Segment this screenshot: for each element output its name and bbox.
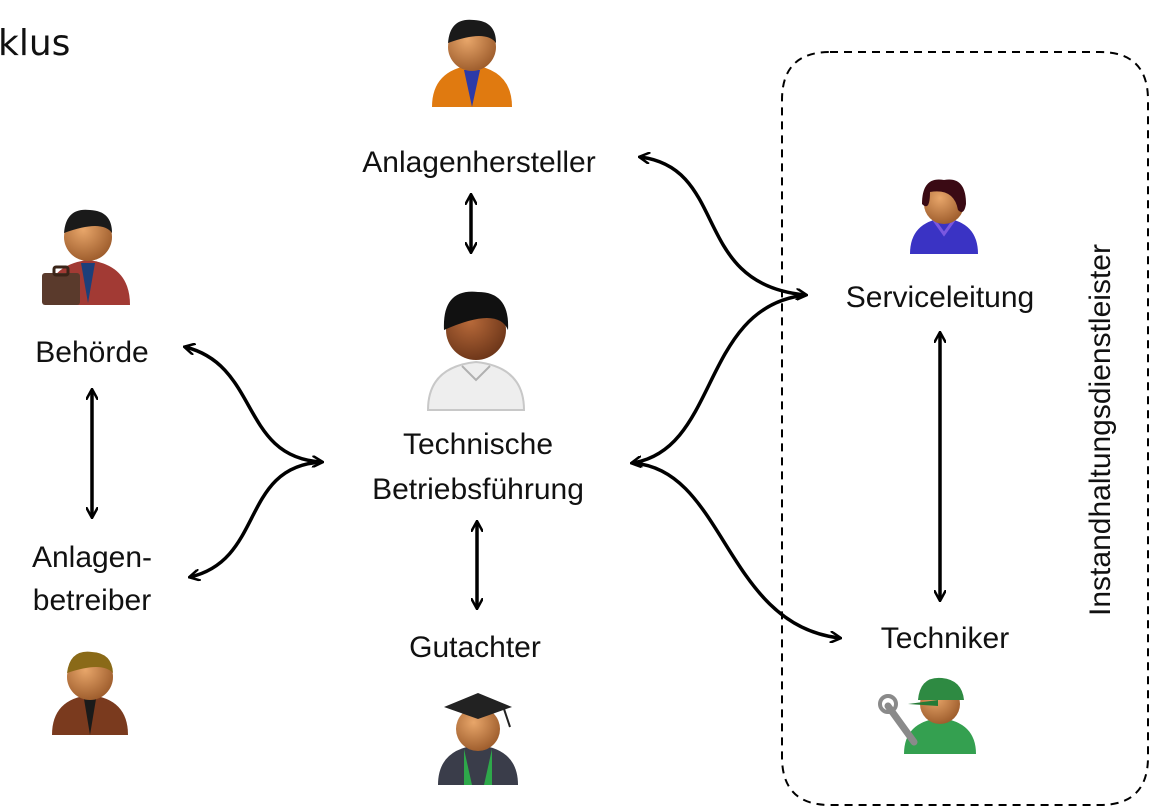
edge-behoerde-tbf	[185, 347, 322, 462]
service-lead-avatar-icon	[910, 179, 978, 254]
edge-betreiber-tbf	[190, 460, 323, 577]
node-technische-betriebsfuehrung-line2: Betriebsführung	[372, 473, 584, 506]
manager-avatar-icon	[426, 291, 526, 411]
edge-tbf-serviceleitung	[632, 293, 807, 463]
edge-tbf-techniker	[631, 461, 840, 638]
operator-avatar-icon	[52, 651, 128, 735]
group-label-instandhaltungsdienstleister: Instandhaltungsdienstleister	[1084, 244, 1117, 616]
businessman-avatar-icon	[432, 19, 512, 107]
node-anlagenhersteller: Anlagenhersteller	[362, 146, 596, 179]
node-anlagenbetreiber-line1: Anlagen-	[31, 541, 153, 574]
node-behoerde: Behörde	[35, 336, 149, 369]
mechanic-avatar-icon	[878, 677, 976, 754]
service-provider-group-box	[781, 51, 1149, 806]
edge-hersteller-serviceleitung	[640, 157, 806, 295]
graduate-avatar-icon	[438, 693, 518, 785]
node-techniker: Techniker	[880, 622, 1010, 655]
node-serviceleitung: Serviceleitung	[845, 281, 1035, 314]
node-technische-betriebsfuehrung-line1: Technische	[402, 428, 554, 461]
node-gutachter: Gutachter	[409, 631, 541, 664]
node-anlagenbetreiber-line2: betreiber	[32, 584, 152, 617]
official-with-briefcase-avatar-icon	[42, 209, 130, 305]
page-title-fragment: klus	[0, 23, 71, 64]
connectors	[92, 157, 940, 638]
